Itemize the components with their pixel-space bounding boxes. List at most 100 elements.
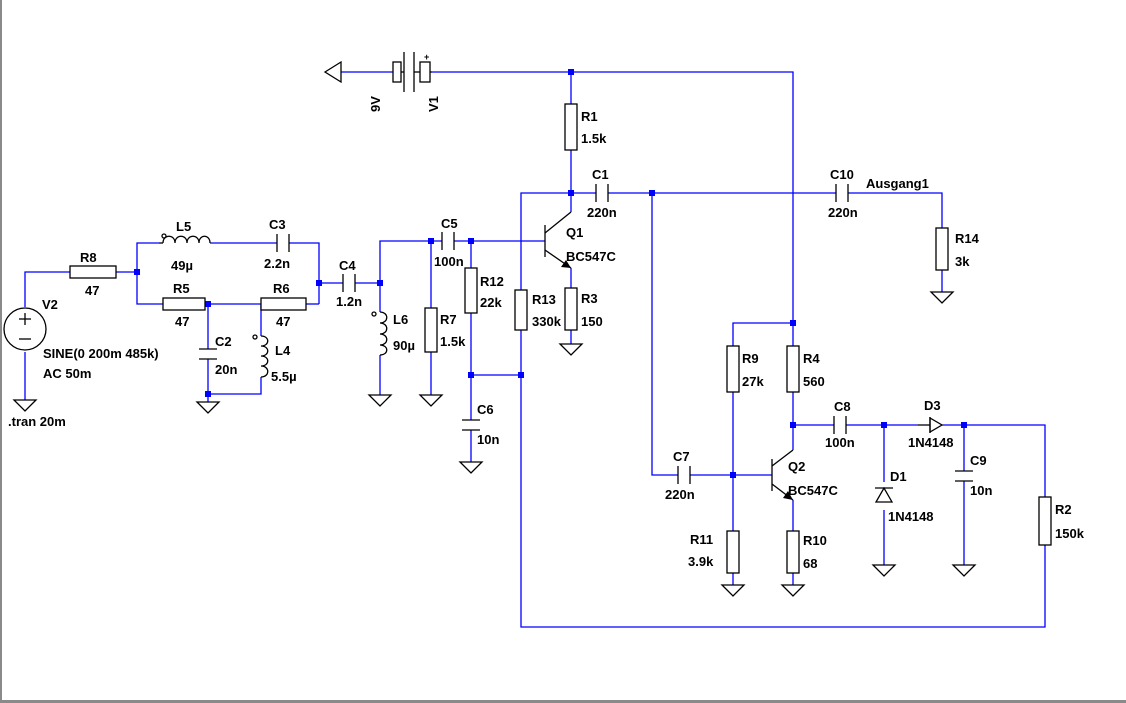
r7-value: 1.5k — [440, 334, 466, 349]
r3-value: 150 — [581, 314, 603, 329]
capacitor-c5[interactable]: C5 100n — [434, 216, 464, 269]
q1-value: BC547C — [566, 249, 616, 264]
c6-name: C6 — [477, 402, 494, 417]
v2-value: SINE(0 200m 485k) — [43, 346, 159, 361]
l6-value: 90µ — [393, 338, 415, 353]
c1-value: 220n — [587, 205, 617, 220]
r13-name: R13 — [532, 292, 556, 307]
resistor-r1[interactable]: R1 1.5k — [564, 103, 607, 151]
resistor-r2[interactable]: R2 150k — [1038, 496, 1085, 546]
resistor-r9[interactable]: R9 27k — [726, 345, 764, 393]
capacitor-c6[interactable]: C6 10n — [462, 402, 499, 447]
r11-name: R11 — [690, 532, 713, 547]
c8-value: 100n — [825, 435, 855, 450]
resistor-r10[interactable]: R10 68 — [786, 530, 827, 574]
battery-v1[interactable]: + 9V V1 — [368, 52, 441, 112]
v1-name: V1 — [426, 96, 441, 112]
transistor-q2[interactable]: Q2 BC547C — [771, 449, 838, 501]
resistor-r14[interactable]: R14 3k — [935, 227, 980, 271]
r1-value: 1.5k — [581, 131, 607, 146]
r9-value: 27k — [742, 374, 764, 389]
r7-name: R7 — [440, 312, 457, 327]
q2-name: Q2 — [788, 459, 805, 474]
r11-value: 3.9k — [688, 554, 714, 569]
c4-name: C4 — [339, 258, 356, 273]
v2-name: V2 — [42, 297, 58, 312]
c8-name: C8 — [834, 399, 851, 414]
c3-value: 2.2n — [264, 256, 290, 271]
r2-value: 150k — [1055, 526, 1085, 541]
r5-name: R5 — [173, 281, 190, 296]
c1-name: C1 — [592, 167, 609, 182]
r3-name: R3 — [581, 291, 598, 306]
capacitor-c7[interactable]: C7 220n — [665, 449, 695, 502]
c5-value: 100n — [434, 254, 464, 269]
c10-name: C10 — [830, 167, 854, 182]
resistor-r3[interactable]: R3 150 — [564, 287, 603, 331]
d3-value: 1N4148 — [908, 435, 954, 450]
resistor-r8[interactable]: R8 47 — [69, 250, 117, 298]
r13-value: 330k — [532, 314, 562, 329]
diode-d1[interactable]: D1 1N4148 — [874, 469, 934, 524]
capacitor-c8[interactable]: C8 100n — [825, 399, 855, 450]
capacitor-c9[interactable]: C9 10n — [955, 453, 992, 498]
resistor-r13[interactable]: R13 330k — [514, 289, 562, 331]
resistor-r7[interactable]: R7 1.5k — [424, 307, 466, 353]
ground-arrow-left — [323, 60, 342, 84]
d1-value: 1N4148 — [888, 509, 934, 524]
l5-name: L5 — [176, 219, 191, 234]
inductor-l5[interactable]: L5 49µ — [159, 219, 211, 273]
c2-value: 20n — [215, 362, 237, 377]
inductor-l4[interactable]: L4 5.5µ — [252, 334, 297, 384]
capacitor-c4[interactable]: C4 1.2n — [336, 258, 362, 309]
resistor-r6[interactable]: R6 47 — [260, 281, 307, 329]
r4-value: 560 — [803, 374, 825, 389]
transistor-q1[interactable]: Q1 BC547C — [544, 211, 616, 269]
voltage-source-v2[interactable]: V2 SINE(0 200m 485k) AC 50m — [3, 297, 159, 381]
c10-value: 220n — [828, 205, 858, 220]
r8-value: 47 — [85, 283, 99, 298]
r1-name: R1 — [581, 109, 598, 124]
r14-name: R14 — [955, 231, 980, 246]
c6-value: 10n — [477, 432, 499, 447]
r10-value: 68 — [803, 556, 817, 571]
capacitor-c2[interactable]: C2 20n — [199, 334, 237, 377]
resistor-r5[interactable]: R5 47 — [162, 281, 206, 329]
r4-name: R4 — [803, 351, 820, 366]
net-label-output: Ausgang1 — [866, 176, 929, 191]
c5-name: C5 — [441, 216, 458, 231]
resistor-r12[interactable]: R12 22k — [464, 267, 504, 314]
window-border-left — [0, 0, 2, 703]
window-border-bottom — [0, 700, 1126, 703]
c7-name: C7 — [673, 449, 690, 464]
capacitor-c3[interactable]: C3 2.2n — [264, 217, 290, 271]
c4-value: 1.2n — [336, 294, 362, 309]
r12-value: 22k — [480, 295, 502, 310]
r6-value: 47 — [276, 314, 290, 329]
c3-name: C3 — [269, 217, 286, 232]
capacitor-c1[interactable]: C1 220n — [587, 167, 617, 220]
r6-name: R6 — [273, 281, 290, 296]
l4-value: 5.5µ — [271, 369, 297, 384]
r12-name: R12 — [480, 274, 504, 289]
capacitor-c10[interactable]: C10 220n — [828, 167, 858, 220]
battery-plus-mark: + — [424, 52, 429, 62]
q1-name: Q1 — [566, 225, 583, 240]
junctions — [134, 69, 967, 478]
r9-name: R9 — [742, 351, 759, 366]
ground-symbols — [12, 291, 977, 597]
diode-d3[interactable]: D3 1N4148 — [908, 398, 954, 450]
c2-name: C2 — [215, 334, 232, 349]
resistor-r4[interactable]: R4 560 — [786, 345, 825, 393]
l6-name: L6 — [393, 312, 408, 327]
c7-value: 220n — [665, 487, 695, 502]
c9-name: C9 — [970, 453, 987, 468]
c9-value: 10n — [970, 483, 992, 498]
inductor-l6[interactable]: L6 90µ — [371, 311, 415, 356]
d1-name: D1 — [890, 469, 907, 484]
r2-name: R2 — [1055, 502, 1072, 517]
l5-value: 49µ — [171, 258, 193, 273]
wires[interactable] — [24, 71, 1046, 628]
resistor-r11[interactable]: R11 3.9k — [688, 530, 740, 574]
